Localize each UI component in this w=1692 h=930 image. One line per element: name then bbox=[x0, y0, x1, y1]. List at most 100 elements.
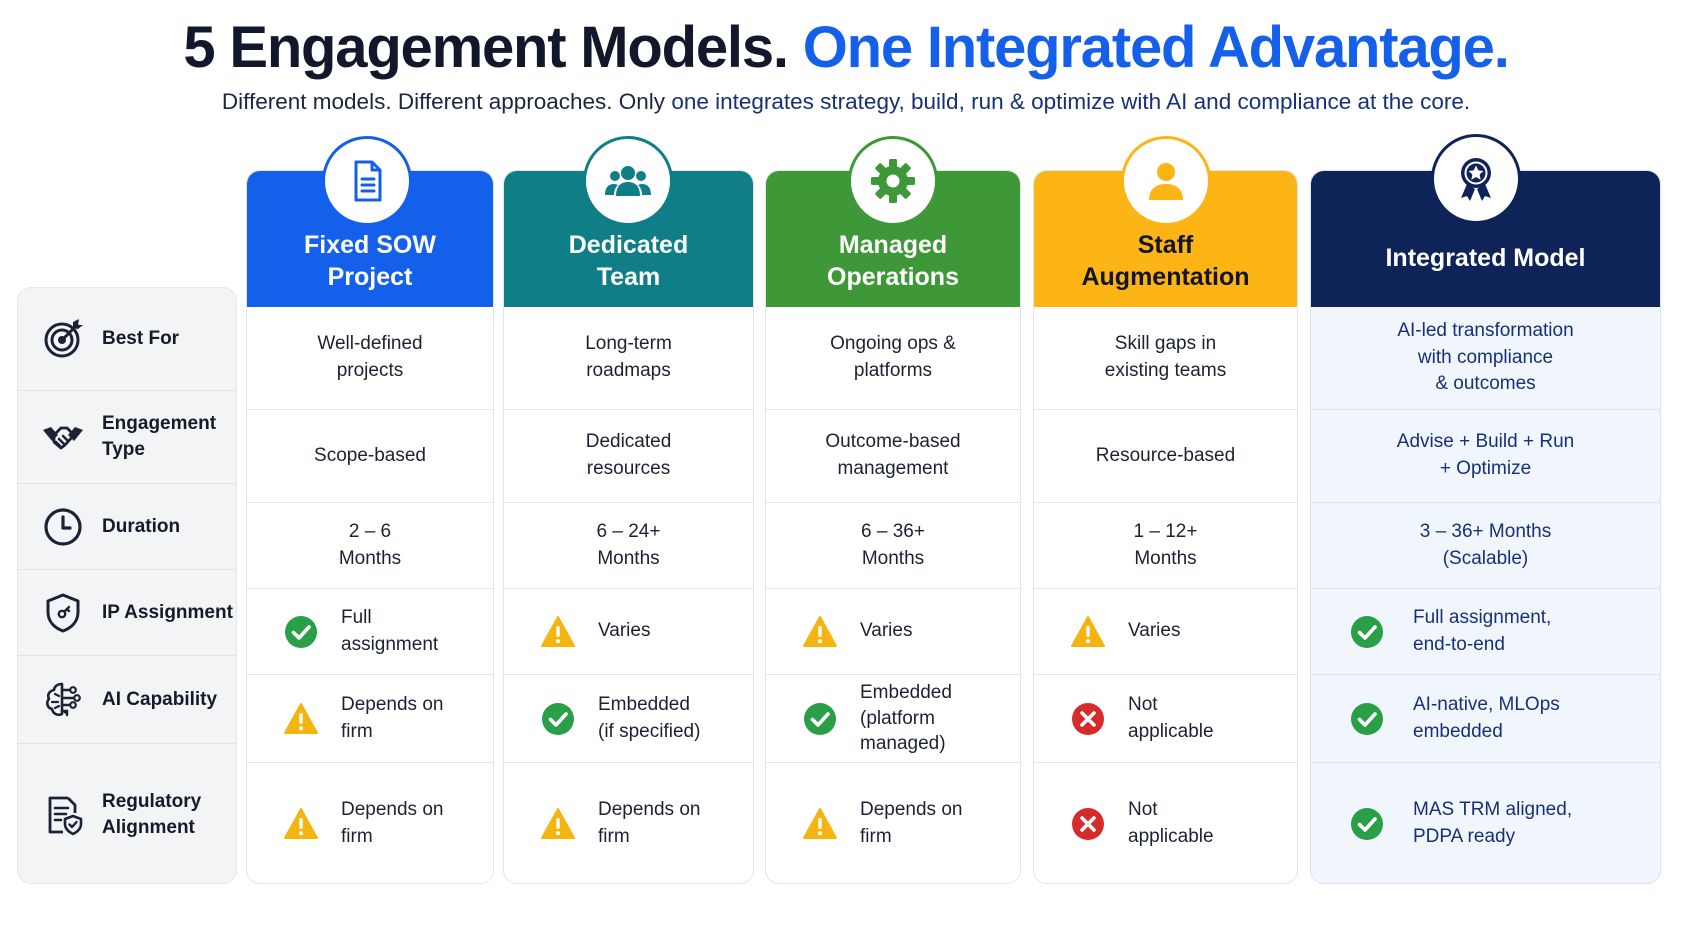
cell-engagement-type: Scope-based bbox=[247, 410, 493, 503]
warning-icon bbox=[1070, 614, 1106, 650]
cell-best-for: Long-term roadmaps bbox=[504, 307, 753, 410]
row-labels: Best For Engagement Type Duration IP Ass… bbox=[17, 287, 237, 884]
cell-engagement-type: Dedicated resources bbox=[504, 410, 753, 503]
cell-duration: 1 – 12+ Months bbox=[1034, 503, 1297, 589]
row-label-text: Best For bbox=[102, 328, 180, 350]
page-title: 5 Engagement Models. One Integrated Adva… bbox=[0, 14, 1692, 81]
warning-icon bbox=[283, 806, 319, 842]
cell-regulatory-alignment: Depends on firm bbox=[247, 763, 493, 883]
row-label-text: AI Capability bbox=[102, 688, 218, 710]
cell-ai-capability: Embedded (if specified) bbox=[504, 675, 753, 763]
subtitle-highlight: one integrates strategy, build, run & op… bbox=[671, 89, 1471, 114]
cell-text: Full assignment, end-to-end bbox=[1413, 606, 1552, 655]
cell-best-for: Ongoing ops & platforms bbox=[766, 307, 1020, 410]
clock-icon bbox=[40, 504, 86, 550]
check-icon bbox=[1349, 806, 1385, 842]
cell-best-for: AI-led transformation with compliance & … bbox=[1311, 307, 1660, 410]
integrated-model-badge bbox=[1431, 134, 1521, 224]
cell-ip-assignment: Varies bbox=[1034, 589, 1297, 675]
cell-ai-capability: Depends on firm bbox=[247, 675, 493, 763]
staff-augmentation-badge bbox=[1121, 136, 1211, 226]
column-header: Fixed SOW Project bbox=[247, 171, 493, 307]
column-title: Integrated Model bbox=[1385, 244, 1586, 272]
page-subtitle: Different models. Different approaches. … bbox=[0, 89, 1692, 115]
row-label-text: Duration bbox=[102, 515, 181, 537]
cell-duration: 2 – 6 Months bbox=[247, 503, 493, 589]
check-icon bbox=[1349, 701, 1385, 737]
fixed-sow-badge bbox=[322, 136, 412, 226]
dedicated-team-badge bbox=[583, 136, 673, 226]
warning-icon bbox=[802, 806, 838, 842]
cell-engagement-type: Advise + Build + Run + Optimize bbox=[1311, 410, 1660, 503]
handshake-icon bbox=[40, 414, 86, 460]
column-managed-operations: Managed Operations Ongoing ops & platfor… bbox=[765, 170, 1021, 884]
cell-ip-assignment: Full assignment bbox=[247, 589, 493, 675]
cell-engagement-type: Resource-based bbox=[1034, 410, 1297, 503]
warning-icon bbox=[540, 806, 576, 842]
row-label-ip-assignment: IP Assignment bbox=[18, 570, 236, 656]
row-label-text: Engagement Type bbox=[102, 413, 217, 460]
row-label-text: IP Assignment bbox=[102, 601, 233, 623]
team-icon bbox=[605, 166, 651, 196]
document-shield-icon bbox=[40, 792, 86, 838]
row-label-duration: Duration bbox=[18, 484, 236, 570]
person-icon bbox=[1149, 163, 1183, 200]
warning-icon bbox=[540, 614, 576, 650]
cell-ip-assignment: Varies bbox=[766, 589, 1020, 675]
cell-regulatory-alignment: Not applicable bbox=[1034, 763, 1297, 883]
cell-text: Full assignment bbox=[341, 606, 439, 655]
column-staff-augmentation: Staff Augmentation Skill gaps in existin… bbox=[1033, 170, 1298, 884]
warning-icon bbox=[802, 614, 838, 650]
row-label-ai-capability: AI Capability bbox=[18, 656, 236, 744]
target-icon bbox=[40, 316, 86, 362]
check-icon bbox=[540, 701, 576, 737]
check-icon bbox=[802, 701, 838, 737]
column-fixed-sow-project: Fixed SOW Project Well-defined projects … bbox=[246, 170, 494, 884]
cell-regulatory-alignment: MAS TRM aligned, PDPA ready bbox=[1311, 763, 1660, 883]
cell-regulatory-alignment: Depends on firm bbox=[504, 763, 753, 883]
row-label-engagement-type: Engagement Type bbox=[18, 391, 236, 484]
column-dedicated-team: Dedicated Team Long-term roadmaps Dedica… bbox=[503, 170, 754, 884]
check-icon bbox=[283, 614, 319, 650]
document-icon bbox=[354, 160, 382, 202]
column-integrated-model: Integrated Model AI-led transformation w… bbox=[1310, 170, 1661, 884]
cell-ai-capability: Embedded (platform managed) bbox=[766, 675, 1020, 763]
column-title: Staff Augmentation bbox=[1081, 231, 1250, 291]
subtitle-part1: Different models. Different approaches. … bbox=[221, 89, 672, 114]
cell-ai-capability: Not applicable bbox=[1034, 675, 1297, 763]
row-label-text: Regulatory Alignment bbox=[102, 790, 202, 838]
shield-icon bbox=[40, 590, 86, 636]
cell-text: Varies bbox=[860, 620, 913, 642]
cross-icon bbox=[1070, 806, 1106, 842]
cell-best-for: Well-defined projects bbox=[247, 307, 493, 410]
award-icon bbox=[1461, 158, 1491, 201]
cell-ip-assignment: Full assignment, end-to-end bbox=[1311, 589, 1660, 675]
cell-duration: 6 – 24+ Months bbox=[504, 503, 753, 589]
column-title: Dedicated Team bbox=[568, 231, 689, 291]
title-accent: One Integrated Advantage. bbox=[802, 15, 1510, 80]
cell-text: AI-native, MLOps embedded bbox=[1413, 693, 1560, 742]
cell-best-for: Skill gaps in existing teams bbox=[1034, 307, 1297, 410]
cell-text: Depends on firm bbox=[341, 693, 444, 742]
cell-text: Not applicable bbox=[1128, 799, 1214, 847]
row-label-regulatory-alignment: Regulatory Alignment bbox=[18, 744, 236, 883]
warning-icon bbox=[283, 701, 319, 737]
ai-brain-icon bbox=[40, 677, 86, 723]
cell-text: Depends on firm bbox=[598, 799, 701, 847]
title-main: 5 Engagement Models. bbox=[183, 15, 789, 80]
cell-text: Not applicable bbox=[1128, 693, 1214, 742]
cell-text: Embedded (platform managed) bbox=[860, 682, 952, 755]
cell-text: Varies bbox=[598, 620, 651, 642]
cell-text: MAS TRM aligned, PDPA ready bbox=[1413, 799, 1573, 847]
cell-text: Depends on firm bbox=[341, 799, 444, 847]
row-label-best-for: Best For bbox=[18, 288, 236, 391]
cell-ai-capability: AI-native, MLOps embedded bbox=[1311, 675, 1660, 763]
check-icon bbox=[1349, 614, 1385, 650]
gear-icon bbox=[871, 159, 915, 203]
cell-ip-assignment: Varies bbox=[504, 589, 753, 675]
cell-text: Varies bbox=[1128, 620, 1181, 642]
cell-text: Embedded (if specified) bbox=[598, 693, 701, 742]
cell-text: Depends on firm bbox=[860, 799, 963, 847]
cross-icon bbox=[1070, 701, 1106, 737]
cell-regulatory-alignment: Depends on firm bbox=[766, 763, 1020, 883]
